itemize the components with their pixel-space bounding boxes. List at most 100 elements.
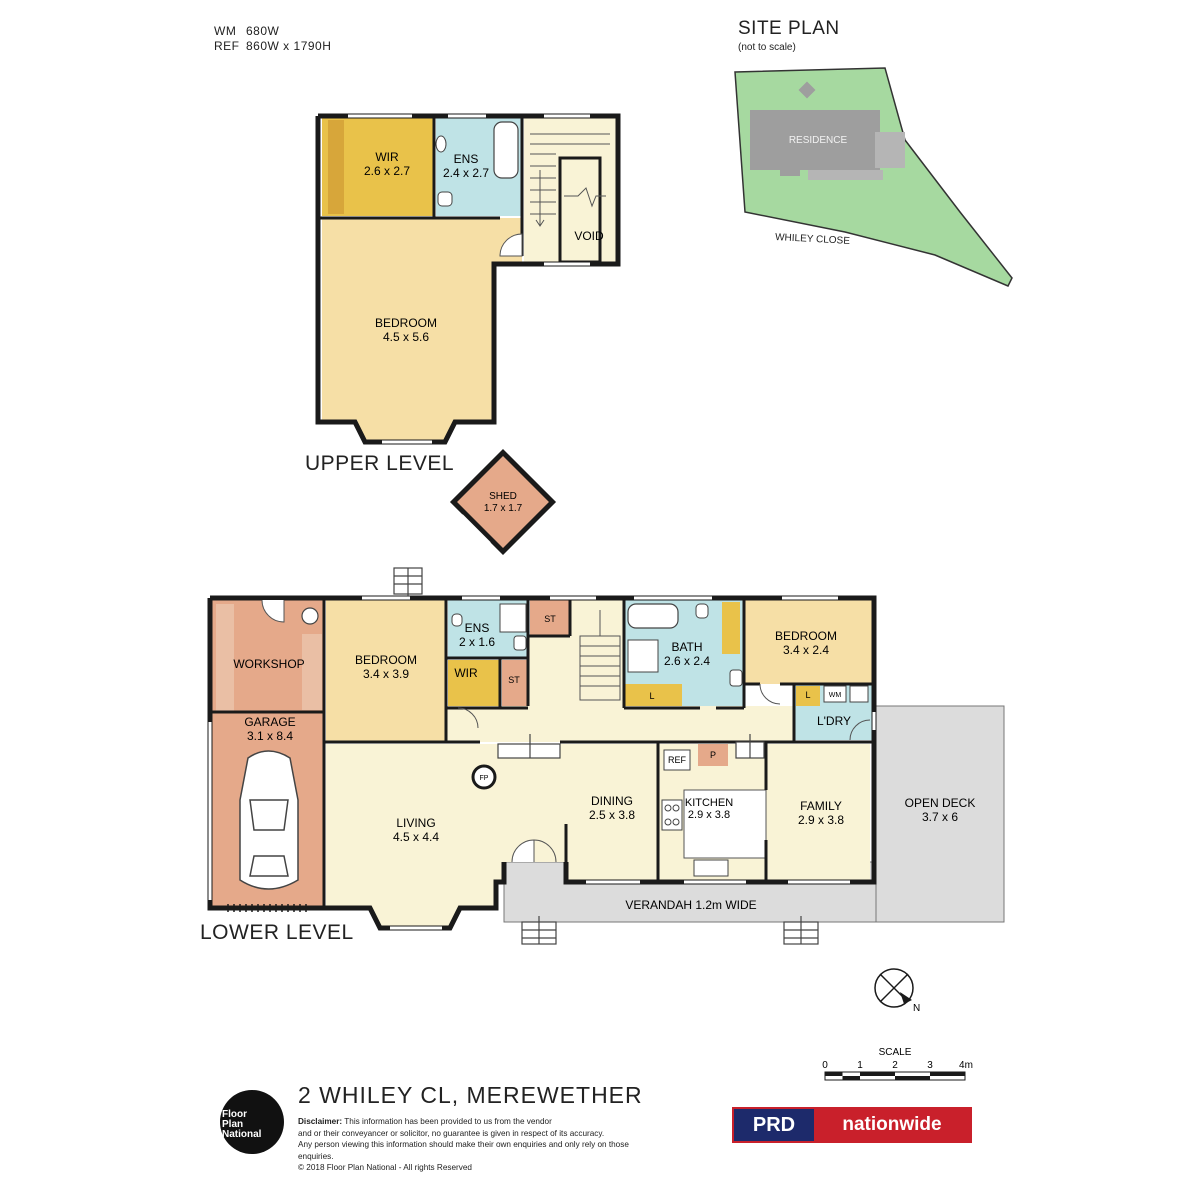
dining-name: DINING bbox=[591, 794, 633, 808]
fridge-space bbox=[663, 749, 691, 771]
lower-shower bbox=[627, 639, 659, 673]
site-annex bbox=[875, 132, 905, 168]
living-name: LIVING bbox=[396, 816, 435, 830]
deck-name: OPEN DECK bbox=[905, 796, 976, 810]
scale-tick-0: 0 bbox=[822, 1060, 828, 1071]
site-residence bbox=[750, 110, 880, 170]
washing-machine-space bbox=[823, 685, 847, 703]
disclaimer-line4: © 2018 Floor Plan National - All rights … bbox=[298, 1163, 472, 1172]
scale-tick-4: 4m bbox=[959, 1060, 973, 1071]
ref-label: REF bbox=[668, 755, 687, 765]
prd-nationwide-logo: PRD nationwide bbox=[732, 1107, 972, 1143]
upper-bedroom-name: BEDROOM bbox=[375, 316, 437, 330]
shed-body bbox=[449, 448, 557, 556]
site-plan-subtitle: (not to scale) bbox=[738, 42, 796, 53]
bedroom1-name: BEDROOM bbox=[355, 653, 417, 667]
site-shed bbox=[798, 81, 816, 99]
bedroom2-door bbox=[759, 683, 781, 705]
deck-size: 3.7 x 6 bbox=[922, 810, 958, 824]
upper-toilet bbox=[437, 191, 453, 207]
dining-size: 2.5 x 3.8 bbox=[589, 808, 635, 822]
disclaimer-line3: Any person viewing this information shou… bbox=[298, 1140, 629, 1161]
car-icon bbox=[239, 750, 299, 890]
scale-bar: SCALE 0 1 2 3 4m bbox=[822, 1047, 973, 1081]
compass-icon: N bbox=[874, 968, 920, 1014]
shed-size: 1.7 x 1.7 bbox=[484, 503, 523, 514]
property-address: 2 WHILEY CL, MEREWETHER bbox=[298, 1082, 643, 1108]
workshop-bench-left bbox=[216, 604, 234, 712]
bath-linen-fill bbox=[624, 684, 682, 708]
upper-wir-size: 2.6 x 2.7 bbox=[364, 164, 410, 178]
upper-wir-robe bbox=[328, 120, 344, 214]
prd-logo-part-a: PRD bbox=[734, 1109, 814, 1141]
ens-basin bbox=[513, 635, 527, 651]
upper-level-label: UPPER LEVEL bbox=[305, 452, 455, 475]
entry-stairs-top bbox=[393, 567, 423, 596]
ldry-linen-fill bbox=[796, 686, 820, 706]
upper-bedroom-fill bbox=[322, 218, 522, 440]
french-door-right bbox=[533, 839, 557, 863]
scale-title: SCALE bbox=[879, 1047, 912, 1058]
garage-door-swing bbox=[261, 599, 285, 623]
stair-top-fill bbox=[570, 600, 624, 640]
bath-name: BATH bbox=[671, 640, 702, 654]
bath-size: 2.6 x 2.4 bbox=[664, 654, 710, 668]
site-street-label: WHILEY CLOSE bbox=[775, 232, 851, 247]
corridor-fill bbox=[446, 706, 794, 742]
family-name: FAMILY bbox=[800, 799, 842, 813]
family-fill bbox=[766, 744, 870, 880]
upper-stairs bbox=[530, 133, 610, 227]
garage-door bbox=[227, 904, 307, 912]
step-markers bbox=[497, 734, 819, 945]
workshop-bench-right bbox=[302, 634, 322, 710]
st1-label: ST bbox=[544, 614, 556, 624]
upper-door-swing bbox=[499, 233, 523, 257]
ldry-door bbox=[849, 719, 871, 741]
upper-bedroom-size: 4.5 x 5.6 bbox=[383, 330, 429, 344]
scale-tick-1: 1 bbox=[857, 1060, 863, 1071]
wm-value: 680W bbox=[246, 24, 280, 38]
wm-label: WM bbox=[829, 692, 842, 699]
site-path bbox=[808, 170, 883, 180]
bedroom2-name: BEDROOM bbox=[775, 629, 837, 643]
ens-toilet bbox=[451, 613, 463, 627]
upper-ens-size: 2.4 x 2.7 bbox=[443, 166, 489, 180]
fireplace-icon bbox=[471, 764, 497, 790]
shed: SHED 1.7 x 1.7 bbox=[449, 448, 557, 556]
ens-lower-name: ENS bbox=[465, 621, 490, 635]
ens-shower bbox=[499, 603, 527, 633]
ref-key: REF bbox=[214, 39, 240, 53]
st2-fill bbox=[502, 660, 528, 706]
shed-name: SHED bbox=[489, 491, 517, 502]
upper-level: WIR 2.6 x 2.7 ENS 2.4 x 2.7 VOID BEDROOM… bbox=[315, 113, 621, 445]
living-dining-fill bbox=[326, 744, 660, 926]
upper-windows bbox=[348, 114, 590, 444]
st2-label: ST bbox=[508, 675, 520, 685]
ldry-label: L'DRY bbox=[817, 714, 851, 728]
french-door-left bbox=[511, 839, 535, 863]
disclaimer-line2: and or their conveyancer or solicitor, n… bbox=[298, 1128, 605, 1138]
bedroom1-door bbox=[457, 707, 479, 729]
disclaimer-block: Disclaimer: This information has been pr… bbox=[298, 1116, 658, 1174]
scale-tick-2: 2 bbox=[892, 1060, 898, 1071]
wir-lower-fill bbox=[448, 660, 500, 710]
bedroom2-fill bbox=[744, 600, 874, 684]
lower-windows bbox=[208, 596, 876, 930]
compass-label: N bbox=[913, 1003, 920, 1014]
wm-key: WM bbox=[214, 24, 237, 38]
fireplace-label: FP bbox=[480, 775, 489, 782]
bedroom1-size: 3.4 x 3.9 bbox=[363, 667, 409, 681]
kitchen-island bbox=[683, 789, 767, 859]
fpn-logo-line3: National bbox=[222, 1129, 262, 1140]
upper-basin bbox=[435, 135, 447, 153]
deck-fill bbox=[875, 705, 1005, 923]
upper-bathtub bbox=[493, 121, 519, 179]
shed-door bbox=[461, 514, 491, 544]
bath-linen-label: L bbox=[649, 691, 654, 701]
upper-wir-name: WIR bbox=[375, 150, 399, 164]
workshop-label: WORKSHOP bbox=[233, 657, 304, 671]
garage-size: 3.1 x 8.4 bbox=[247, 729, 293, 743]
bedroom2-robe bbox=[722, 602, 740, 654]
laundry-tub bbox=[849, 685, 869, 703]
